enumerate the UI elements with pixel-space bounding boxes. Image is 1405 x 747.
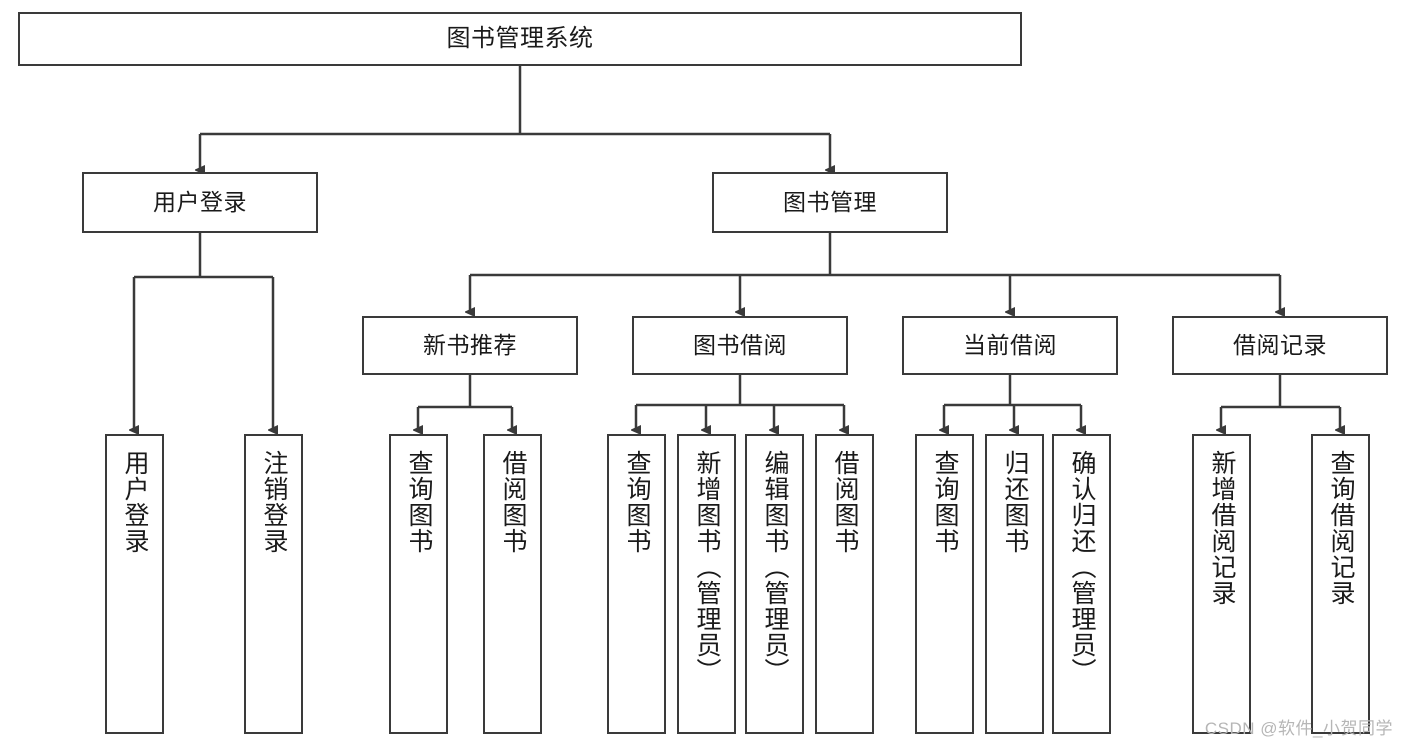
node-leaf-query-borrow-record[interactable]: 查询借阅记录 bbox=[1311, 434, 1370, 734]
node-label: 确认归还（管理员） bbox=[1068, 450, 1096, 684]
node-label: 新增图书（管理员） bbox=[693, 450, 721, 684]
node-label: 归还图书 bbox=[1001, 450, 1029, 554]
node-label: 查询借阅记录 bbox=[1327, 450, 1355, 606]
node-user-login[interactable]: 用户登录 bbox=[82, 172, 318, 233]
node-label: 用户登录 bbox=[121, 450, 149, 554]
node-label: 图书借阅 bbox=[693, 331, 787, 358]
node-current-borrow[interactable]: 当前借阅 bbox=[902, 316, 1118, 375]
node-leaf-edit-book-admin[interactable]: 编辑图书（管理员） bbox=[745, 434, 804, 734]
node-label: 查询图书 bbox=[931, 450, 959, 554]
node-label: 新书推荐 bbox=[423, 331, 517, 358]
node-leaf-borrow-book-recommend[interactable]: 借阅图书 bbox=[483, 434, 542, 734]
node-leaf-add-borrow-record[interactable]: 新增借阅记录 bbox=[1192, 434, 1251, 734]
node-leaf-query-book-borrow[interactable]: 查询图书 bbox=[607, 434, 666, 734]
node-leaf-query-book-recommend[interactable]: 查询图书 bbox=[389, 434, 448, 734]
node-label: 图书管理 bbox=[783, 188, 877, 215]
node-label: 查询图书 bbox=[405, 450, 433, 554]
node-leaf-add-book-admin[interactable]: 新增图书（管理员） bbox=[677, 434, 736, 734]
node-leaf-query-book-current[interactable]: 查询图书 bbox=[915, 434, 974, 734]
node-leaf-return-book[interactable]: 归还图书 bbox=[985, 434, 1044, 734]
node-leaf-borrow-book[interactable]: 借阅图书 bbox=[815, 434, 874, 734]
node-label: 用户登录 bbox=[153, 188, 247, 215]
node-leaf-user-login[interactable]: 用户登录 bbox=[105, 434, 164, 734]
node-new-book-recommend[interactable]: 新书推荐 bbox=[362, 316, 578, 375]
node-label: 编辑图书（管理员） bbox=[761, 450, 789, 684]
node-label: 查询图书 bbox=[623, 450, 651, 554]
node-label: 新增借阅记录 bbox=[1208, 450, 1236, 606]
node-label: 图书管理系统 bbox=[446, 24, 594, 52]
watermark: CSDN @软件_小贺同学 bbox=[1204, 719, 1393, 738]
node-borrow-record[interactable]: 借阅记录 bbox=[1172, 316, 1388, 375]
node-root-book-management-system[interactable]: 图书管理系统 bbox=[18, 12, 1022, 66]
node-label: 借阅记录 bbox=[1233, 331, 1327, 358]
node-leaf-confirm-return-admin[interactable]: 确认归还（管理员） bbox=[1052, 434, 1111, 734]
node-label: 借阅图书 bbox=[499, 450, 527, 554]
node-book-management[interactable]: 图书管理 bbox=[712, 172, 948, 233]
node-label: 当前借阅 bbox=[963, 331, 1057, 358]
node-leaf-logout[interactable]: 注销登录 bbox=[244, 434, 303, 734]
node-book-borrow[interactable]: 图书借阅 bbox=[632, 316, 848, 375]
node-label: 借阅图书 bbox=[831, 450, 859, 554]
node-label: 注销登录 bbox=[260, 450, 288, 554]
